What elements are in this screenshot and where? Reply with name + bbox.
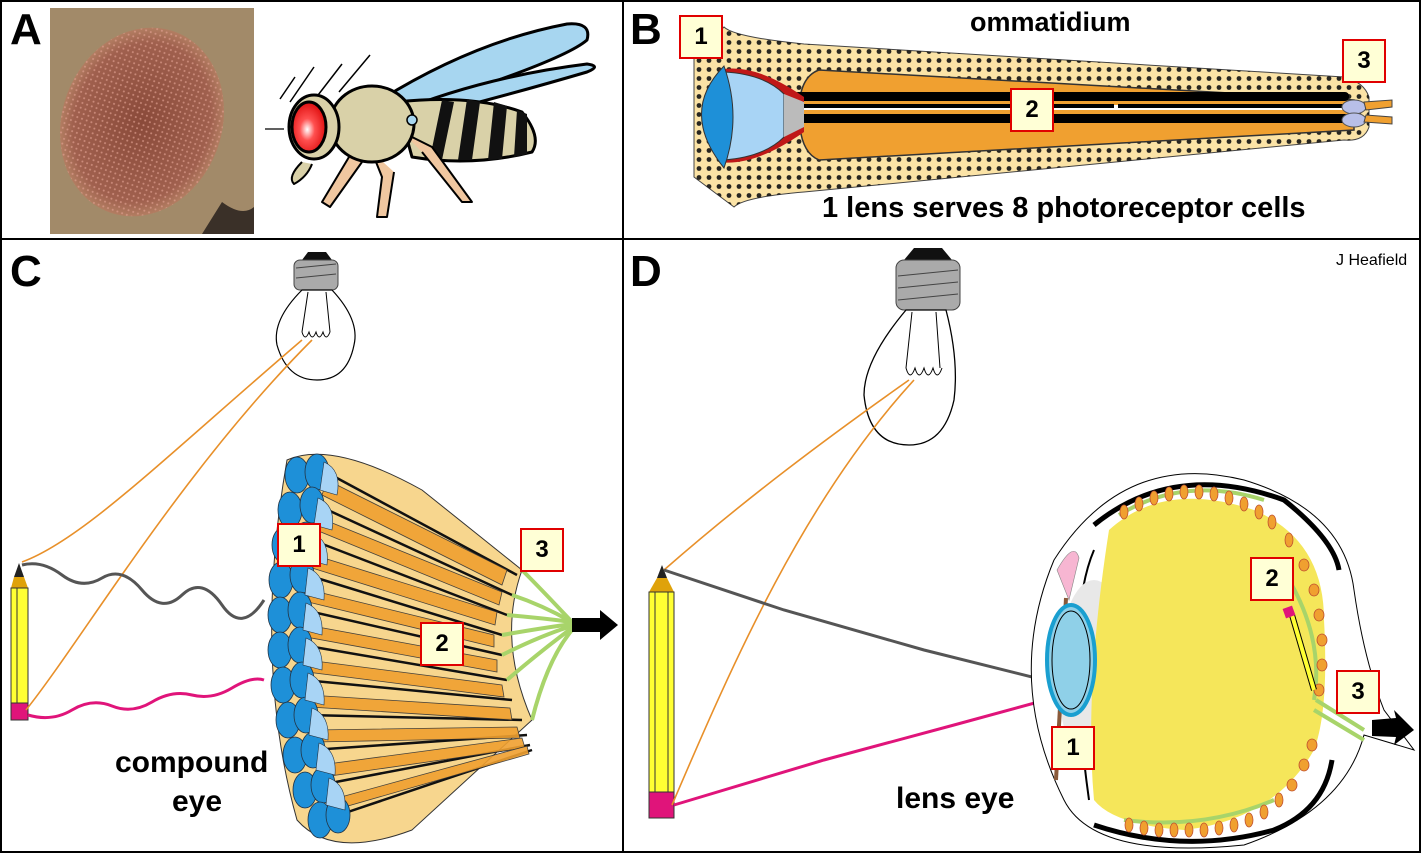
panel-d: D J Heafield	[622, 238, 1421, 853]
ray-orange-2	[25, 339, 313, 711]
panel-b: B ommatidium 1 2 3 1 lens serves 8 photo…	[622, 0, 1421, 240]
output-arrow-icon	[1372, 710, 1414, 745]
label-2-photoreceptors: 2	[420, 622, 464, 666]
ray-pink	[27, 677, 265, 720]
output-arrow-icon	[572, 610, 618, 640]
lens-eye-caption: lens eye	[896, 782, 1015, 815]
light-bulb-icon	[275, 252, 356, 381]
label-1-lens: 1	[679, 15, 723, 59]
label-2-retina: 2	[1250, 557, 1294, 601]
panel-letter-c: C	[10, 247, 42, 296]
label-3-axons: 3	[1342, 39, 1386, 83]
panel-a-artwork	[50, 8, 596, 234]
pencil-object	[648, 565, 675, 819]
lens-eye-diagram	[648, 248, 1416, 849]
label-2-photoreceptors: 2	[1010, 88, 1054, 132]
label-3-optic-nerve: 3	[1336, 670, 1380, 714]
ray-gray	[21, 562, 266, 620]
pencil-object	[10, 563, 29, 721]
label-1-lens: 1	[1051, 726, 1095, 770]
panel-letter-a: A	[10, 5, 42, 54]
ray-orange-2	[671, 379, 915, 806]
ommatidia-array	[267, 453, 533, 844]
panel-letter-d: D	[630, 247, 662, 296]
eye-photo	[50, 8, 254, 234]
compound-eye-caption-line1: compound	[115, 746, 269, 779]
compound-eye-caption-line2: eye	[172, 785, 223, 818]
label-1-lens: 1	[277, 523, 321, 567]
fly-illustration	[265, 22, 596, 218]
ray-orange-1	[663, 379, 910, 571]
label-3-optic-nerve: 3	[520, 528, 564, 572]
ommatidium-title: ommatidium	[970, 7, 1131, 37]
author-credit: J Heafield	[1336, 252, 1408, 269]
ray-orange-1	[21, 339, 303, 563]
eyeball	[1030, 473, 1416, 849]
panel-a: A	[0, 0, 624, 240]
light-bulb-icon	[863, 248, 961, 446]
panel-letter-b: B	[630, 5, 662, 54]
ommatidium-caption: 1 lens serves 8 photoreceptor cells	[822, 192, 1306, 224]
panel-c: C	[0, 238, 624, 853]
